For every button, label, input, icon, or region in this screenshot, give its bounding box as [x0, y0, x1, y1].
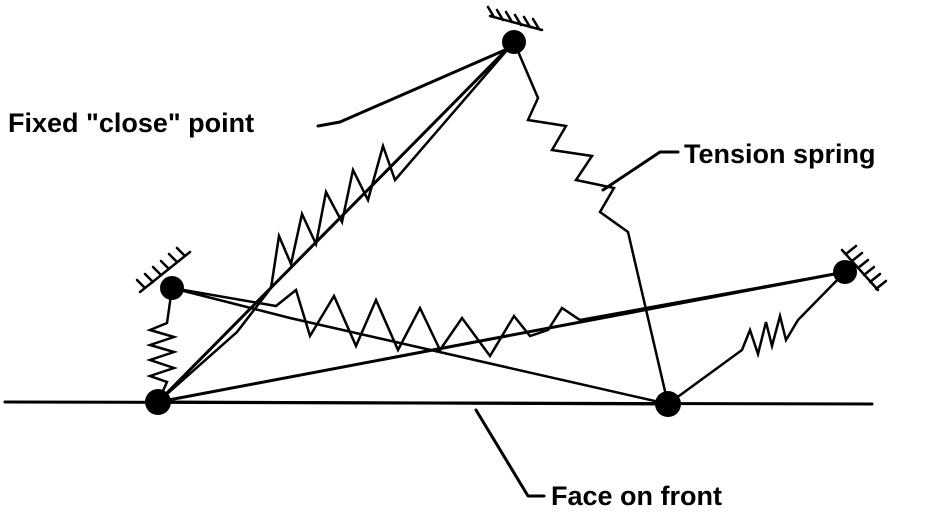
label-tension-spring: Tension spring: [684, 139, 876, 169]
label-fixed-point: Fixed "close" point: [8, 108, 254, 138]
face-point-left: [145, 389, 171, 415]
leader-tension-spring: [601, 150, 680, 192]
fixed-point-right: [833, 260, 857, 284]
leader-face-on-front: [474, 408, 546, 498]
spring-right-lower: [666, 270, 847, 406]
fixed-point-top: [502, 30, 526, 54]
leader-fixed-point: [316, 48, 507, 128]
link-left-to-right-face: [156, 400, 670, 406]
tension-spring-top-left: [156, 40, 516, 404]
fixed-point-left: [160, 276, 184, 300]
label-face-on-front: Face on front: [551, 481, 722, 511]
ground-hatch-right: [840, 244, 888, 292]
ground-hatch-top: [486, 5, 544, 32]
link-fixed-left-to-right-face: [170, 286, 670, 406]
tension-spring-top-right: [512, 40, 670, 406]
ground-hatch-left: [135, 246, 192, 294]
link-left-to-top: [156, 40, 516, 404]
face-point-right: [655, 391, 681, 417]
spring-vertical-left: [145, 286, 179, 404]
tension-spring-middle: [170, 270, 847, 359]
